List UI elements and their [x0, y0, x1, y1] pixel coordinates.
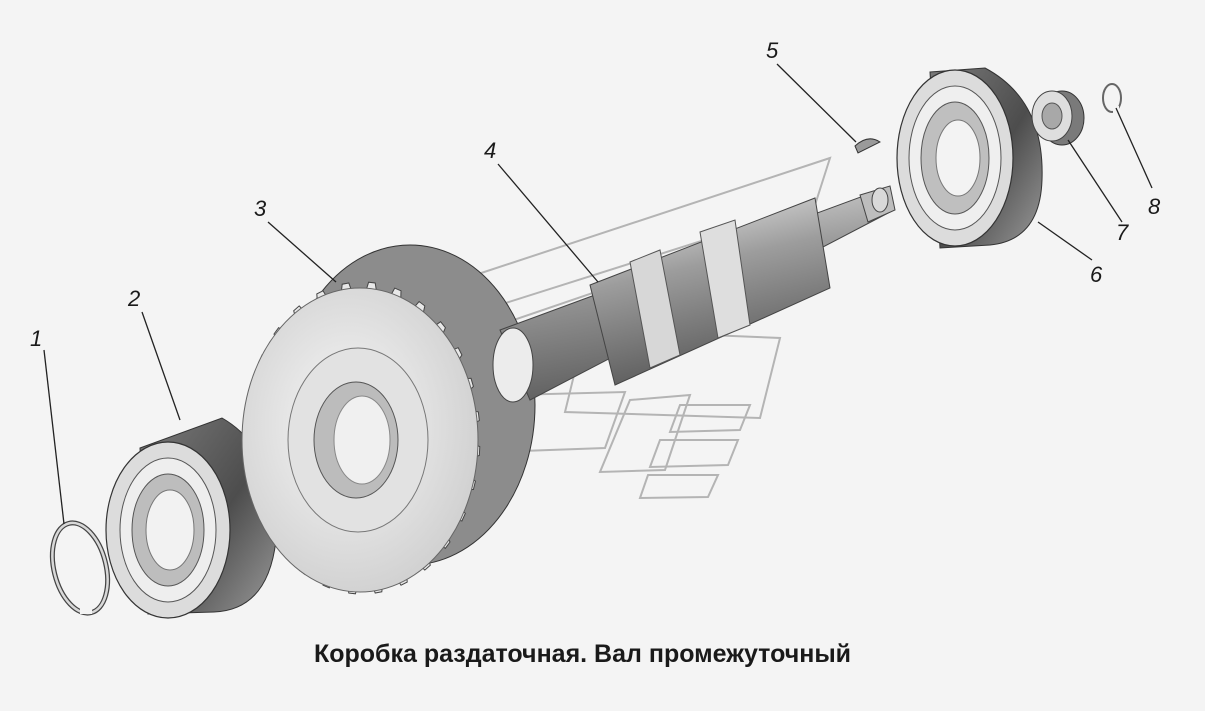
woodruff-key [854, 138, 881, 154]
callout-7: 7 [1116, 220, 1129, 245]
callout-8: 8 [1148, 194, 1161, 219]
callout-2: 2 [127, 286, 140, 311]
leader-line-4 [497, 163, 599, 283]
leader-line-6 [1037, 221, 1093, 261]
leader-line-2 [141, 311, 181, 421]
snap-ring [1102, 83, 1122, 114]
shaft [492, 185, 896, 403]
callout-1: 1 [30, 326, 42, 351]
leader-line-7 [1067, 139, 1123, 223]
leader-line-5 [776, 63, 857, 143]
leader-line-3 [267, 221, 337, 283]
callout-4: 4 [484, 138, 496, 163]
nut [1031, 90, 1085, 146]
gear [241, 244, 536, 595]
leader-line-8 [1115, 107, 1153, 189]
ball-bearing [896, 67, 1043, 249]
leader-lines [43, 63, 1153, 525]
retaining-ring [49, 520, 111, 616]
callout-3: 3 [254, 196, 267, 221]
callout-5: 5 [766, 38, 779, 63]
diagram-caption: Коробка раздаточная. Вал промежуточный [313, 640, 852, 668]
callout-6: 6 [1090, 262, 1103, 287]
roller-bearing [105, 417, 277, 619]
leader-line-1 [43, 349, 65, 525]
